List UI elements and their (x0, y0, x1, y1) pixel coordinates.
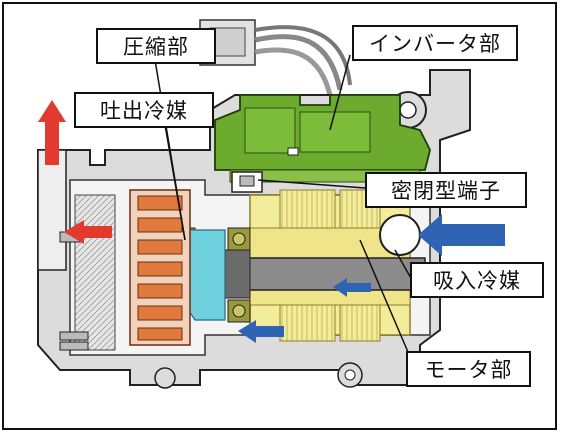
leader-inverter (329, 54, 351, 131)
label-sealed-terminal: 密閉型端子 (365, 172, 527, 208)
suction-arrow-bottom (238, 320, 284, 343)
suction-arrow-in (418, 214, 505, 256)
label-suction-refrigerant: 吸入冷媒 (410, 262, 544, 298)
leader-motor (359, 239, 409, 353)
label-discharge-refrigerant: 吐出冷媒 (74, 92, 214, 128)
discharge-arrow-left (64, 220, 112, 244)
sealed-terminal-part (231, 171, 263, 193)
leader-sealed-terminal (257, 179, 366, 189)
label-inverter: インバータ部 (352, 25, 518, 61)
label-compression: 圧縮部 (96, 28, 216, 64)
label-motor: モータ部 (406, 351, 531, 387)
discharge-arrow-up (38, 100, 66, 165)
leader-discharge (164, 124, 186, 241)
bearing-lower (227, 299, 251, 323)
leader-lines (154, 54, 413, 353)
suction-port (379, 214, 421, 256)
suction-arrow-inner (333, 278, 371, 297)
oil-region (184, 229, 226, 321)
leader-suction (394, 249, 413, 281)
scroll-compressor (129, 189, 191, 346)
bearing-upper (227, 227, 251, 251)
cable-connector (199, 19, 352, 96)
inverter-board (214, 94, 431, 183)
